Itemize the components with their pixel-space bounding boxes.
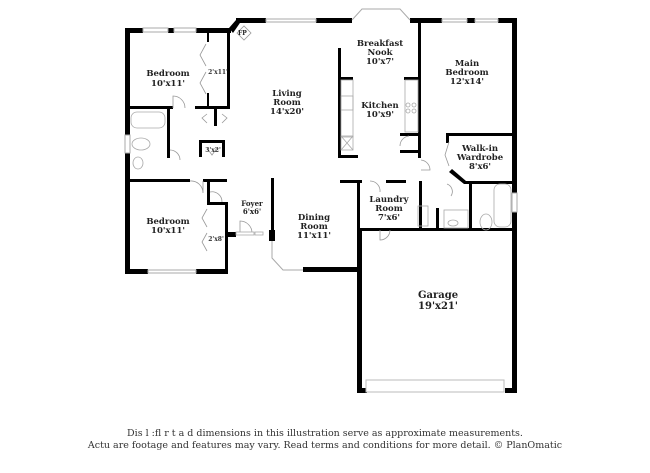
svg-text:Kitchen: Kitchen <box>361 101 399 111</box>
windows <box>124 8 518 393</box>
svg-text:Bedroom: Bedroom <box>146 217 189 227</box>
svg-text:Garage: Garage <box>418 290 458 301</box>
closet-hall-dims: 3'x2' <box>205 147 221 154</box>
svg-text:10'x9': 10'x9' <box>366 110 394 120</box>
closet-bedroom-2-dims: 2'x8' <box>208 236 224 243</box>
svg-text:10'x7': 10'x7' <box>366 57 394 67</box>
svg-text:8'x6': 8'x6' <box>469 162 491 172</box>
svg-text:7'x6': 7'x6' <box>378 213 400 223</box>
svg-text:Walk-in: Walk-in <box>461 144 498 154</box>
svg-text:14'x20': 14'x20' <box>270 107 304 117</box>
svg-text:Wardrobe: Wardrobe <box>456 153 504 163</box>
toilet-icon <box>131 137 151 151</box>
svg-text:Bedroom: Bedroom <box>445 68 488 78</box>
svg-text:Living: Living <box>272 89 302 99</box>
svg-text:Dining: Dining <box>298 213 330 223</box>
fireplace-icon <box>236 25 252 41</box>
doors <box>169 43 453 252</box>
svg-text:6'x6': 6'x6' <box>243 207 261 216</box>
closet-bedroom-1-dims: 2'x11' <box>208 69 228 76</box>
room-bedroom-2: Bedroom 10'x11' <box>146 217 189 236</box>
fireplace-label: FP <box>238 30 247 37</box>
room-dining-room: Dining Room 11'x11' <box>297 213 331 241</box>
svg-text:Laundry: Laundry <box>369 195 409 205</box>
room-kitchen: Kitchen 10'x9' <box>361 101 399 120</box>
svg-text:10'x11': 10'x11' <box>151 226 185 236</box>
svg-text:Main: Main <box>455 59 479 69</box>
fixtures <box>130 25 512 231</box>
room-walk-in-wardrobe: Walk-in Wardrobe 8'x6' <box>456 144 504 172</box>
svg-text:Foyer: Foyer <box>241 199 263 208</box>
svg-text:12'x14': 12'x14' <box>450 77 484 87</box>
svg-text:Room: Room <box>300 222 327 232</box>
svg-text:10'x11': 10'x11' <box>151 79 185 89</box>
room-garage: Garage 19'x21' <box>418 290 458 312</box>
bathtub-icon <box>130 111 166 129</box>
svg-text:Bedroom: Bedroom <box>146 69 189 79</box>
svg-text:Breakfast: Breakfast <box>357 39 403 49</box>
room-living-room: Living Room 14'x20' <box>270 89 304 117</box>
room-breakfast-nook: Breakfast Nook 10'x7' <box>357 39 403 67</box>
room-laundry-room: Laundry Room 7'x6' <box>369 195 409 223</box>
svg-text:Room: Room <box>273 98 300 108</box>
room-bedroom-1: Bedroom 10'x11' <box>146 69 189 89</box>
svg-text:19'x21': 19'x21' <box>418 301 458 312</box>
svg-text:Room: Room <box>375 204 402 214</box>
stove-icon <box>405 102 411 108</box>
disclaimer-line-1: Dis l :fl r t a d dimensions in this ill… <box>127 428 523 439</box>
room-main-bedroom: Main Bedroom 12'x14' <box>445 59 488 87</box>
svg-text:Nook: Nook <box>368 48 394 58</box>
sink-icon <box>132 156 144 170</box>
disclaimer-line-2: Actu are footage and features may vary. … <box>87 440 563 451</box>
svg-text:11'x11': 11'x11' <box>297 231 331 241</box>
room-foyer: Foyer 6'x6' <box>241 199 263 216</box>
